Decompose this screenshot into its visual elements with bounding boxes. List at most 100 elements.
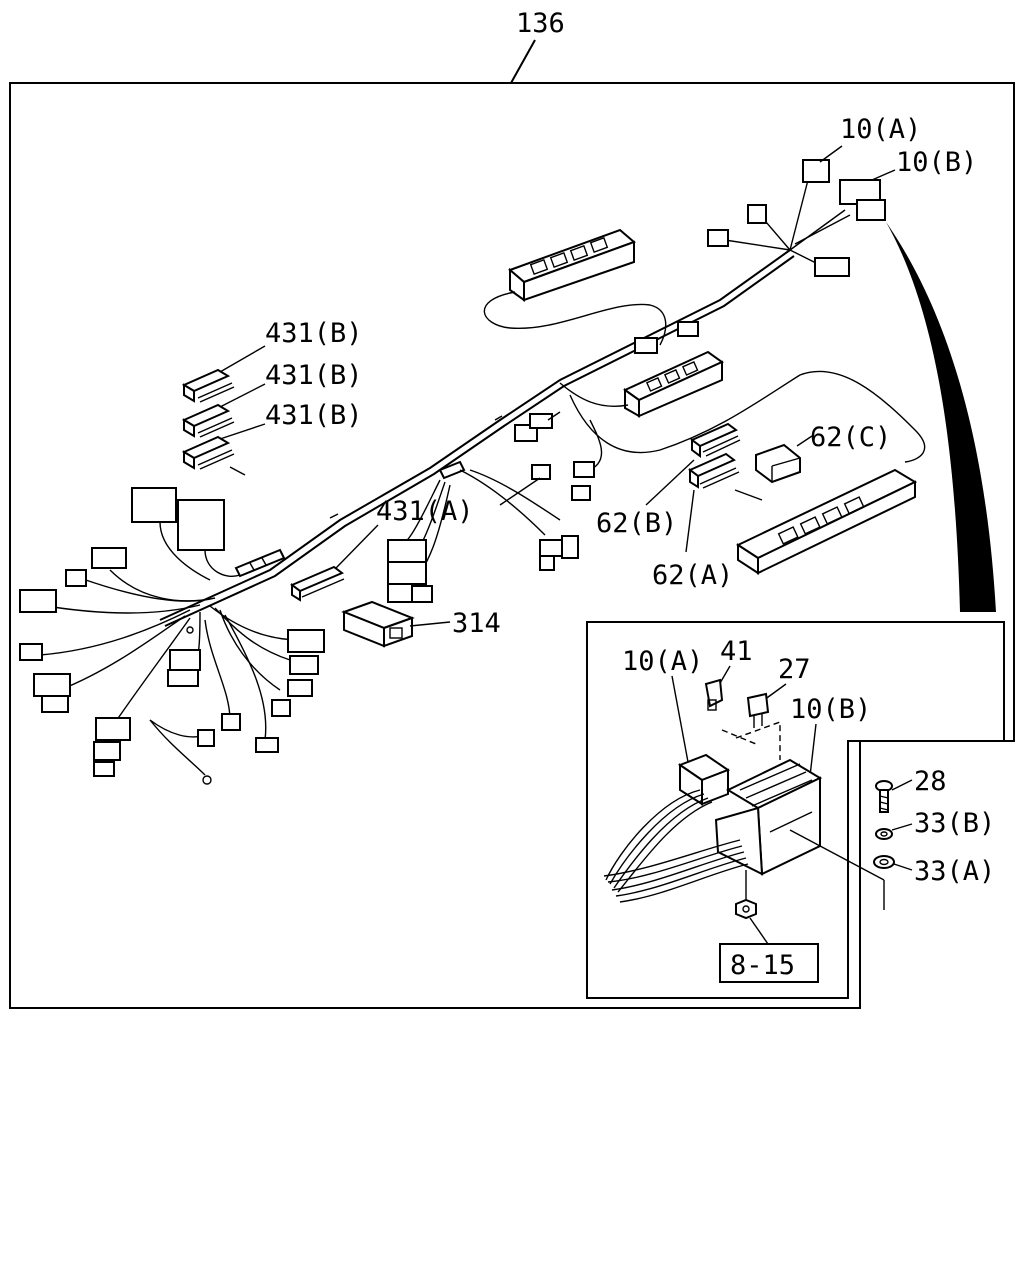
connector-62b-part <box>690 422 741 458</box>
washer-33b <box>875 828 893 840</box>
reference-box-8-15 <box>719 943 819 983</box>
leader-62a <box>685 489 695 553</box>
label-314: 314 <box>452 608 501 639</box>
connector-cluster-5 <box>287 679 313 697</box>
connector-lower-6 <box>255 737 279 753</box>
connector-small-2 <box>747 204 767 224</box>
label-431a: 431(A) <box>376 496 474 527</box>
leader-62b <box>645 459 695 506</box>
switch-strip-top <box>508 228 636 302</box>
ring-terminal-1 <box>186 626 194 634</box>
detail-part-41 <box>704 678 724 711</box>
leader-10b <box>871 169 896 181</box>
upper-branch-wires <box>724 179 851 266</box>
connector-431a-block-1 <box>387 539 427 563</box>
connector-mid-4 <box>571 485 591 501</box>
connector-62a-part <box>688 452 740 489</box>
label-33b: 33(B) <box>914 808 995 839</box>
label-431b-3: 431(B) <box>265 400 363 431</box>
connector-cluster-3 <box>287 629 325 653</box>
detail-part-27 <box>746 692 770 728</box>
connector-431a-part <box>290 565 345 602</box>
connector-lower-5 <box>221 713 241 731</box>
connector-lower-4 <box>197 729 215 747</box>
leader-62c <box>796 435 813 447</box>
connector-loop-a <box>634 337 658 354</box>
assembly-label-136: 136 <box>516 8 565 39</box>
leader-431b-2 <box>219 383 266 408</box>
connector-431a-block-4 <box>411 585 433 603</box>
connector-431b-2 <box>181 403 235 438</box>
connector-small-1 <box>707 229 729 247</box>
connector-cluster-6 <box>271 699 291 717</box>
connector-loop-b <box>677 321 699 337</box>
detail-leader-8-15 <box>749 917 769 945</box>
detail-callout-arrow <box>886 222 996 612</box>
bolt-28 <box>875 780 893 813</box>
connector-lower-1 <box>95 717 131 741</box>
connector-10b-lower <box>856 199 886 221</box>
connector-431b-3 <box>181 435 235 470</box>
label-62c: 62(C) <box>810 422 891 453</box>
connector-left-large-1 <box>131 487 177 523</box>
detail-leader-10a <box>671 675 689 763</box>
connector-left-3 <box>19 589 57 613</box>
connector-right-cluster-3 <box>531 464 551 480</box>
label-62b: 62(B) <box>596 508 677 539</box>
leader-10a <box>819 145 843 163</box>
ring-terminal-2 <box>202 775 212 785</box>
detail-nut <box>735 898 757 920</box>
label-28: 28 <box>914 766 947 797</box>
detail-leader-10b <box>809 723 817 777</box>
detail-mounting-line <box>789 829 885 881</box>
connector-10a <box>802 159 830 183</box>
leader-314 <box>409 621 451 627</box>
detail-inset-frame <box>586 621 1005 999</box>
leader-28 <box>891 779 913 791</box>
label-431b-1: 431(B) <box>265 318 363 349</box>
detail-label-10a: 10(A) <box>622 646 703 677</box>
detail-label-41: 41 <box>720 636 753 667</box>
switch-strip-bottom <box>735 468 918 575</box>
label-431b-2: 431(B) <box>265 360 363 391</box>
leader-33b <box>891 823 913 831</box>
label-10a: 10(A) <box>840 114 921 145</box>
assembly-leader-line <box>510 39 536 84</box>
left-large-wires <box>159 521 241 581</box>
detail-leader-27 <box>763 683 787 701</box>
leader-431b-3 <box>219 423 266 440</box>
long-loop-wire <box>569 370 926 463</box>
branch-to-middle-strip <box>559 382 629 407</box>
leader-431a <box>335 524 379 569</box>
connector-left-2 <box>65 569 87 587</box>
connector-cluster-2 <box>167 669 199 687</box>
connector-cluster-4 <box>289 655 319 675</box>
detail-fuse-block <box>677 753 823 876</box>
washer-33a <box>873 855 895 869</box>
leader-33a <box>893 863 913 871</box>
connector-cluster-1 <box>169 649 201 671</box>
connector-431b-1 <box>181 368 235 403</box>
leader-431b-1 <box>219 345 266 373</box>
connector-lower-3 <box>93 761 115 777</box>
label-10b: 10(B) <box>896 147 977 178</box>
connector-left-1 <box>91 547 127 569</box>
harness-trunk <box>159 249 795 627</box>
connector-mid-2 <box>529 413 553 429</box>
detail-label-10b: 10(B) <box>790 694 871 725</box>
connector-right-cluster-2 <box>561 535 579 559</box>
loop-wire-top <box>483 291 667 346</box>
connector-62c-part <box>755 443 801 484</box>
connector-right-cluster-1 <box>539 539 563 557</box>
connector-left-4 <box>19 643 43 661</box>
label-33a: 33(A) <box>914 856 995 887</box>
connector-mid-3 <box>573 461 595 478</box>
connector-431a-block-2 <box>387 561 427 585</box>
connector-right-cluster-4 <box>539 555 555 571</box>
connector-small-3 <box>814 257 850 277</box>
connector-left-6 <box>41 695 69 713</box>
detail-wire-bundle <box>603 789 749 903</box>
alignment-line-62a <box>734 489 763 501</box>
alignment-line-431b <box>229 466 246 476</box>
